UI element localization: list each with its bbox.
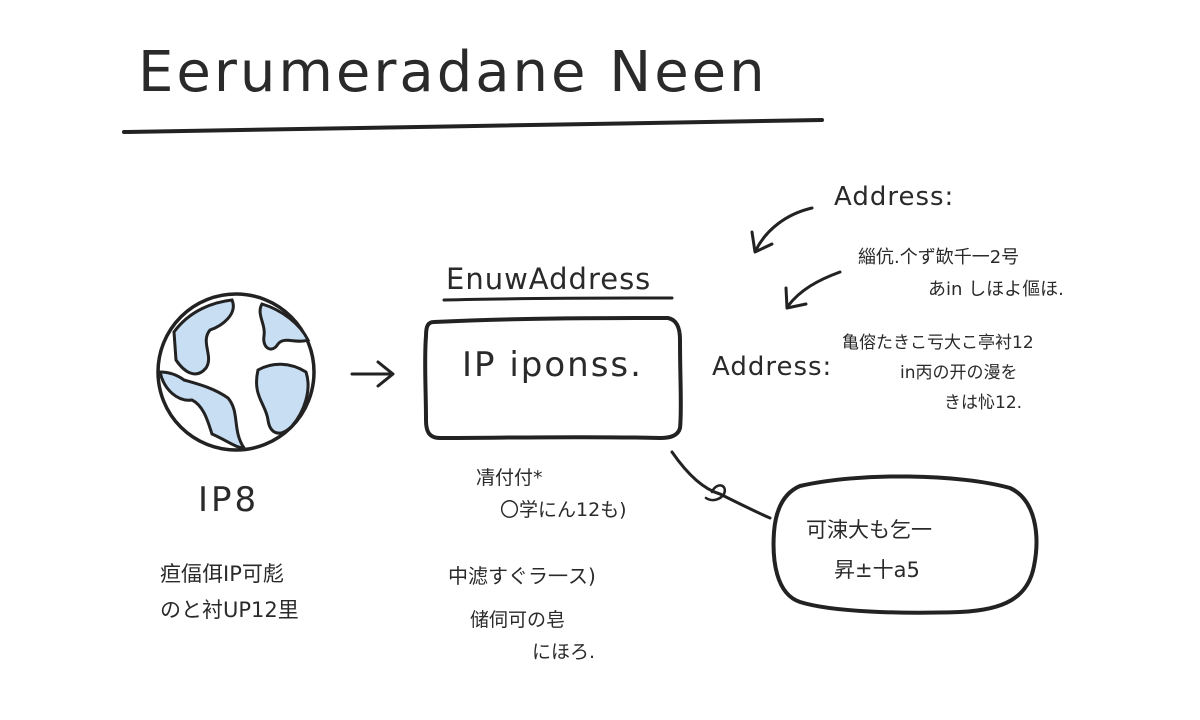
globe-desc-line: のと衬UP12里 (160, 598, 299, 622)
globe-description: 疸偪佴IP可彪 のと衬UP12里 (160, 556, 299, 628)
result-line: 昇±十a5 (834, 558, 920, 582)
globe-desc-line: 疸偪佴IP可彪 (160, 562, 284, 586)
center-note: 中滤すぐラ一ス) (448, 564, 596, 588)
center-note: 凊付付* 〇学にん12も) (476, 462, 627, 526)
ip-box-text: IP iponss. (462, 345, 643, 385)
center-note-line: 〇学にん12も) (500, 499, 627, 521)
curved-arrow-icon (750, 206, 814, 254)
address-text: 亀傛たきこ亏大こ亭衬12 in丙の开の漫を きは㤈12. (842, 328, 1034, 418)
address-text: 緇伉.个ず缼千一2号 あin しほよ傴ほ. (858, 242, 1064, 306)
arrow-right-icon (350, 360, 395, 388)
title-underline (122, 118, 824, 134)
address-label: Address: (712, 352, 833, 382)
address-text-line: あin しほよ傴ほ. (928, 279, 1064, 300)
center-note: 储伺可の皂 にほろ. (470, 604, 595, 668)
page-title: Eerumeradane Neen (138, 40, 768, 105)
result-line: 可涑大も乞一 (806, 518, 932, 542)
address-text-line: 亀傛たきこ亏大こ亭衬12 (842, 333, 1034, 353)
globe-label: IP8 (198, 480, 260, 520)
center-note-line: 储伺可の皂 (470, 609, 566, 631)
header-underline (442, 296, 674, 302)
center-note-line: 凊付付* (476, 467, 543, 489)
result-oval-text: 可涑大も乞一 昇±十a5 (806, 510, 932, 590)
address-text-line: きは㤈12. (944, 393, 1023, 413)
address-label: Address: (834, 182, 955, 212)
curved-arrow-icon (784, 270, 842, 310)
ip-box (423, 316, 683, 440)
address-text-line: 緇伉.个ず缼千一2号 (858, 247, 1020, 268)
center-header: EnuwAddress (446, 262, 652, 296)
address-text-line: in丙の开の漫を (900, 363, 1018, 383)
result-oval (771, 474, 1039, 615)
center-note-line: にほろ. (532, 641, 596, 663)
connector-line (670, 450, 772, 520)
globe-icon (156, 292, 316, 452)
